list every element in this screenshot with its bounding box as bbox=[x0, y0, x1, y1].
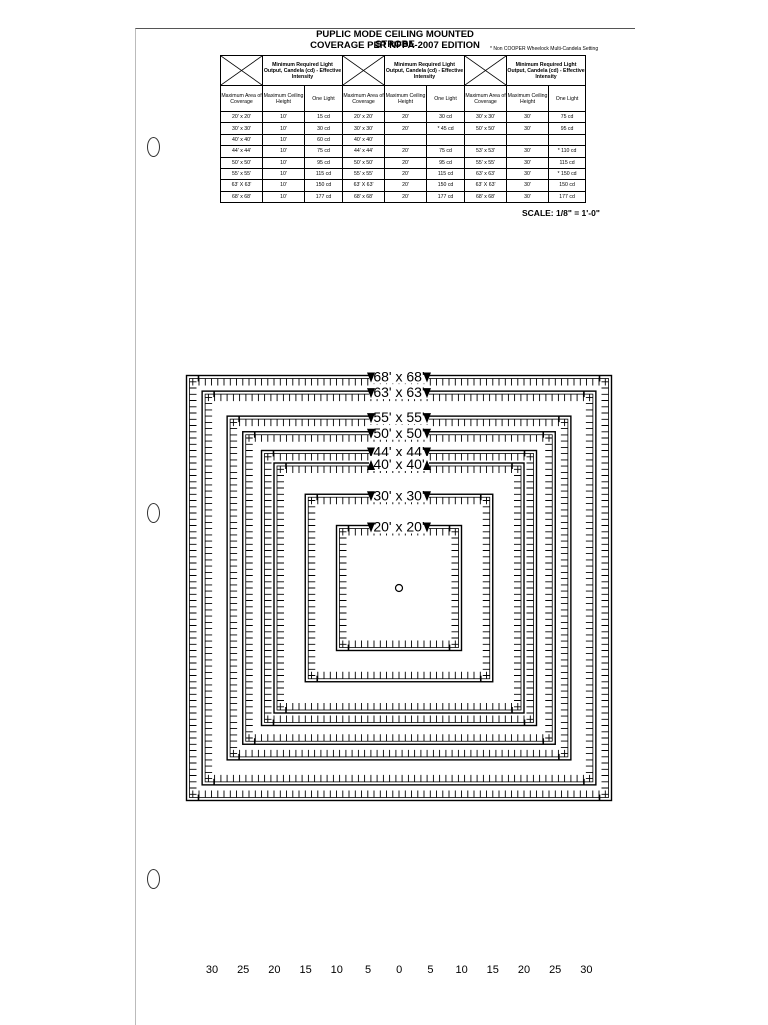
arrow-icon bbox=[367, 388, 375, 399]
arrow-icon bbox=[367, 413, 375, 424]
arrow-icon bbox=[423, 447, 431, 458]
coverage-label-bg bbox=[369, 518, 429, 534]
punch-hole-icon bbox=[147, 869, 160, 889]
footnote: * Non COOPER Wheelock Multi-Candela Sett… bbox=[490, 46, 599, 52]
page-title: PUPLIC MODE CEILING MOUNTED STROBE bbox=[316, 29, 474, 50]
coverage-label-bg bbox=[369, 409, 429, 425]
axis-tick-label: 5 bbox=[364, 964, 372, 976]
axis-tick-label: 10 bbox=[455, 964, 468, 976]
page-subtitle: COVERAGE PER NFPA-2007 EDITION bbox=[310, 40, 480, 51]
table-cell: 177 cd bbox=[303, 190, 344, 204]
table-group-header: Minimum Required Light Output, Candela (… bbox=[506, 55, 587, 86]
arrow-icon bbox=[367, 447, 375, 458]
coverage-label-bg bbox=[369, 456, 429, 471]
table-corner-cell bbox=[342, 55, 386, 86]
table-column-header: One Light bbox=[548, 85, 587, 112]
coverage-label-bg bbox=[369, 384, 429, 400]
coverage-label: 20' x 20' bbox=[373, 519, 424, 535]
arrow-icon bbox=[423, 491, 431, 502]
coverage-label: 40' x 40' bbox=[373, 456, 424, 472]
table-column-header: One Light bbox=[426, 85, 466, 112]
arrow-icon bbox=[423, 388, 431, 399]
corner-mark bbox=[197, 375, 601, 801]
table-column-header: Maximum Area of Coverage bbox=[464, 85, 508, 112]
corner-mark bbox=[285, 463, 513, 713]
coverage-label: 68' x 68' bbox=[373, 369, 424, 385]
corner-mark bbox=[347, 525, 451, 651]
table-column-header: Maximum Ceiling Height bbox=[262, 85, 305, 112]
axis-tick-label: 30 bbox=[580, 964, 593, 976]
table-cell: 177 cd bbox=[548, 190, 587, 204]
arrow-icon bbox=[367, 372, 375, 383]
arrow-icon bbox=[367, 491, 375, 502]
coverage-label-bg bbox=[369, 424, 429, 440]
table-column-header: Maximum Ceiling Height bbox=[506, 85, 550, 112]
table-column-header: Maximum Ceiling Height bbox=[384, 85, 428, 112]
arrow-icon bbox=[423, 413, 431, 424]
arrow-icon bbox=[423, 372, 431, 383]
table-corner-cell bbox=[220, 55, 263, 86]
coverage-label: 44' x 44' bbox=[373, 444, 424, 460]
arrow-icon bbox=[423, 522, 431, 533]
axis-tick-label: 25 bbox=[549, 964, 562, 976]
arrow-icon bbox=[423, 428, 431, 439]
coverage-label-bg bbox=[369, 368, 429, 384]
coverage-ticks bbox=[245, 434, 553, 742]
punch-hole-icon bbox=[147, 503, 160, 523]
punch-hole-icon bbox=[147, 137, 160, 157]
coverage-label-bg bbox=[369, 487, 429, 503]
table-cell: 68' x 68' bbox=[220, 190, 263, 204]
coverage-label: 55' x 55' bbox=[373, 409, 424, 425]
axis-tick-label: 5 bbox=[427, 964, 434, 976]
table-cell: 68' x 68' bbox=[342, 190, 386, 204]
table-cell: 177 cd bbox=[426, 190, 466, 204]
corner-mark bbox=[316, 494, 482, 682]
arrow-icon bbox=[367, 460, 375, 470]
arrow-icon bbox=[423, 460, 431, 470]
corner-mark bbox=[272, 450, 526, 726]
arrow-icon bbox=[367, 522, 375, 533]
table-column-header: One Light bbox=[303, 85, 344, 112]
coverage-ticks bbox=[189, 378, 609, 798]
coverage-ticks bbox=[205, 394, 593, 782]
coverage-label: 30' x 30' bbox=[373, 487, 424, 503]
coverage-label-bg bbox=[369, 443, 429, 459]
coverage-ticks bbox=[308, 497, 490, 679]
arrow-icon bbox=[367, 428, 375, 439]
strobe-icon bbox=[394, 583, 404, 593]
axis-tick-label: 25 bbox=[237, 964, 250, 976]
axis-tick-label: 30 bbox=[205, 964, 219, 976]
axis-tick-label: 15 bbox=[486, 964, 499, 976]
scale-label: SCALE: 1/8" = 1'-0" bbox=[522, 208, 600, 218]
table-cell: 95 cd bbox=[548, 122, 587, 135]
corner-mark bbox=[238, 416, 560, 760]
table-group-header: Minimum Required Light Output, Candela (… bbox=[384, 55, 466, 86]
coverage-label: 50' x 50' bbox=[373, 425, 424, 441]
coverage-label: 63' x 63' bbox=[373, 384, 424, 400]
axis-tick-label: 10 bbox=[330, 964, 343, 976]
axis-tick-label: 20 bbox=[268, 964, 281, 976]
corner-mark bbox=[253, 431, 545, 745]
axis-tick-label: 20 bbox=[517, 964, 531, 976]
paper-sheet bbox=[135, 28, 635, 1025]
coverage-table: Minimum Required Light Output, Candela (… bbox=[220, 55, 587, 204]
corner-mark bbox=[213, 391, 585, 785]
axis-tick-label: 0 bbox=[396, 964, 403, 976]
table-corner-cell bbox=[464, 55, 508, 86]
axis-tick-label: 15 bbox=[299, 964, 312, 976]
